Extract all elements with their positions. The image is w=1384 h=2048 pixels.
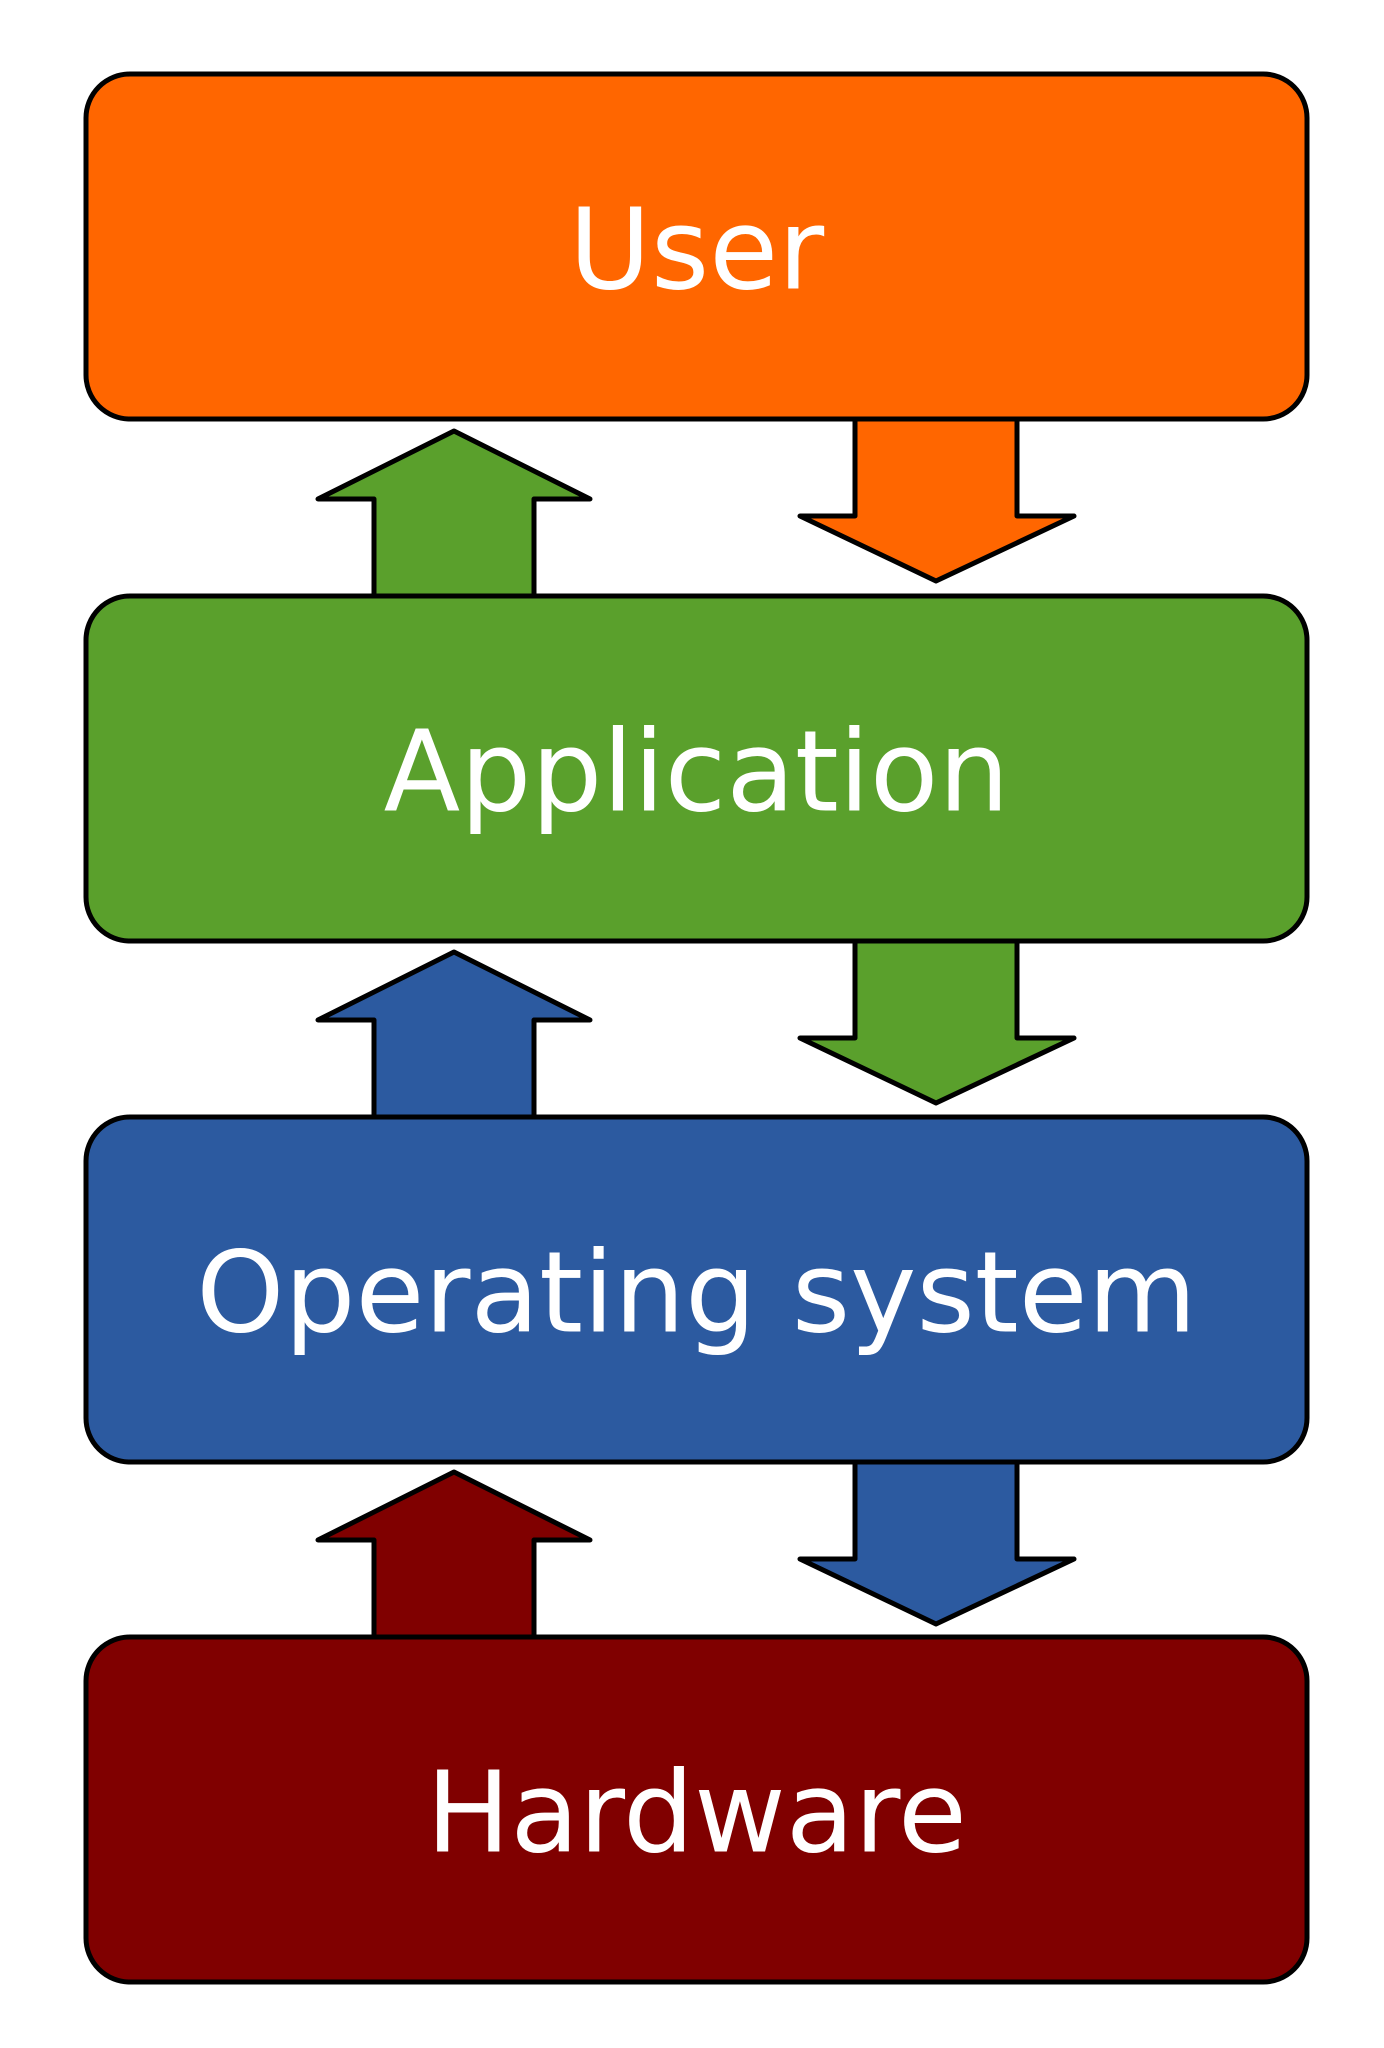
layer-application: Application (83, 593, 1310, 944)
arrow-operating-system-to-hardware (797, 1449, 1077, 1627)
arrow-operating-system-to-application (315, 949, 593, 1130)
arrow-hardware-to-operating-system (315, 1469, 593, 1650)
layer-box-operating-system (83, 1114, 1310, 1465)
layer-operating-system: Operating system (83, 1114, 1310, 1465)
arrow-user-to-application (797, 406, 1077, 584)
layer-user: User (83, 71, 1310, 422)
layer-label-hardware: Hardware (426, 1749, 967, 1879)
arrow-application-to-user (315, 428, 593, 609)
layer-box-user (83, 71, 1310, 422)
layer-label-application: Application (384, 708, 1010, 838)
layer-label-user: User (569, 186, 825, 316)
layer-box-hardware (83, 1634, 1310, 1985)
arrow-application-to-operating-system (797, 928, 1077, 1106)
layer-label-operating-system: Operating system (196, 1229, 1196, 1359)
layer-hardware: Hardware (83, 1634, 1310, 1985)
layer-box-application (83, 593, 1310, 944)
